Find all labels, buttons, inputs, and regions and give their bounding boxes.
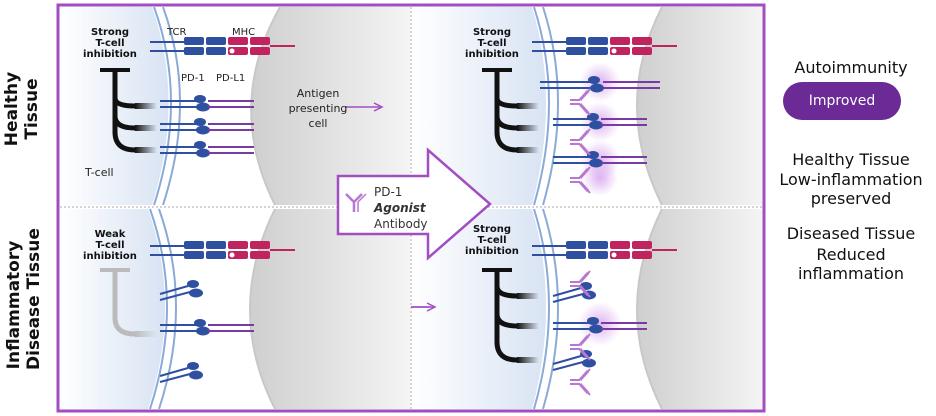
diseased-tissue-text: Reduced inflammation bbox=[797, 245, 905, 283]
pdl1-label: PD-L1 bbox=[216, 73, 246, 84]
apc-top-left bbox=[251, 7, 410, 205]
t-cell-label: T-cell bbox=[85, 166, 114, 179]
strong-inhibition-label-treated-healthy: Strong T-cell inhibition bbox=[465, 27, 519, 60]
healthy-tissue-text: Low-inflammation preserved bbox=[779, 170, 923, 208]
apc-label: Antigen presenting cell bbox=[288, 87, 348, 130]
tcr-label: TCR bbox=[167, 27, 187, 38]
agonist-line-3: Antibody bbox=[374, 217, 428, 231]
agonist-line-2: Agonist bbox=[374, 201, 426, 215]
healthy-tissue-title: Healthy Tissue bbox=[792, 150, 910, 169]
antibody-icon bbox=[345, 193, 367, 212]
strong-inhibition-label-treated-disease: Strong T-cell inhibition bbox=[465, 224, 519, 257]
row-label-healthy: Healthy Tissue bbox=[2, 71, 42, 147]
weak-inhibition-symbol bbox=[100, 268, 157, 337]
agonist-line-1: PD-1 bbox=[374, 185, 403, 199]
agonist-label: PD-1 Agonist Antibody bbox=[374, 184, 428, 232]
mhc-label: MHC bbox=[232, 27, 256, 38]
pd1-label: PD-1 bbox=[181, 73, 205, 84]
row-label-disease: Inflammatory Disease Tissue bbox=[4, 228, 44, 370]
agonist-arrow bbox=[336, 147, 492, 261]
autoimmunity-status-badge: Improved bbox=[783, 82, 901, 120]
weak-inhibition-label: Weak T-cell inhibition bbox=[83, 229, 137, 262]
strong-inhibition-label: Strong T-cell inhibition bbox=[83, 27, 137, 60]
strong-inhibition-symbol bbox=[100, 68, 157, 153]
autoimmunity-title: Autoimmunity bbox=[794, 58, 908, 77]
diseased-tissue-title: Diseased Tissue bbox=[786, 224, 916, 243]
